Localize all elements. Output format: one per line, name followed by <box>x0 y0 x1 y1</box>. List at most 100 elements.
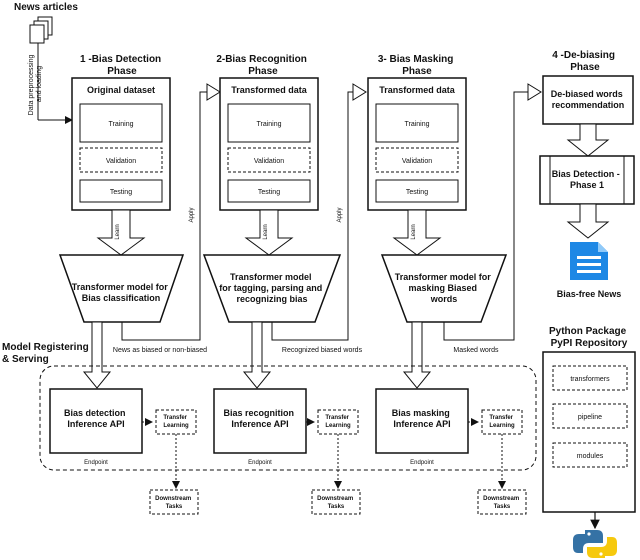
pypi-group: Python Package PyPI Repository transform… <box>542 326 636 558</box>
python-logo-icon <box>573 530 617 558</box>
phase2-apply-label: Apply <box>337 207 343 222</box>
pypi-item-pipeline <box>552 403 628 429</box>
news-articles-label: News articles <box>14 2 78 13</box>
phase1-dataset-label: Original dataset <box>87 85 155 95</box>
phase3-output-label: Masked words <box>453 347 499 354</box>
phase2-testing-label: Testing <box>258 189 280 196</box>
phase1-apply-line <box>121 91 214 341</box>
phase3-downstream-label: Downstream Tasks <box>483 496 521 510</box>
phase2-api-label: Bias recognition Inference API <box>223 408 296 429</box>
phase3-model-shape <box>380 254 508 323</box>
phase3-learn-label: Learn <box>411 224 417 239</box>
pypi-item-modules <box>552 442 628 468</box>
serving-region: Model Registering & Serving <box>2 342 537 471</box>
pypi-item-pipeline-label: pipeline <box>578 414 602 421</box>
document-stack-icon <box>29 16 53 44</box>
phase1-testing-label: Testing <box>110 189 132 196</box>
phase3-testing-label: Testing <box>406 189 428 196</box>
pypi-item-transformers <box>552 365 628 391</box>
phase2-title: 2-Bias Recognition Phase <box>216 54 309 77</box>
phase2-endpoint-label: Endpoint <box>248 460 272 466</box>
phase3-learn-arrow <box>392 209 442 256</box>
phase1-downstream-label: Downstream Tasks <box>155 496 193 510</box>
phase3-validation-label: Validation <box>402 158 432 165</box>
phase4-recommendation-label: De-biased words recommendation <box>551 89 626 110</box>
phase2-model-label: Transformer model for tagging, parsing a… <box>219 272 325 304</box>
phase3-apply-arrowhead <box>527 83 542 101</box>
serving-label: Model Registering & Serving <box>2 342 91 365</box>
phase4-recommendation-box <box>542 75 634 125</box>
phase2-validation-label: Validation <box>254 158 284 165</box>
phase1-transfer-label: Transfer Learning <box>163 415 189 429</box>
phase2-training-label: Training <box>256 121 281 128</box>
phase1-testing-box <box>79 179 163 203</box>
phase1-downstream-box <box>149 489 199 515</box>
phase2-apply-arrowhead <box>352 83 367 101</box>
phase1-serve-arrow <box>82 321 112 389</box>
phase2-testing-box <box>227 179 311 203</box>
phase2-apply-line <box>271 91 360 341</box>
phase4-detection-box <box>539 155 635 205</box>
phase3-model-label: Transformer model for masking Biased wor… <box>395 272 494 304</box>
phase1-training-label: Training <box>108 121 133 128</box>
phase2-learn-label: Learn <box>263 224 269 239</box>
phase1-title: 1 -Bias Detection Phase <box>80 54 164 77</box>
phase3-endpoint-label: Endpoint <box>410 460 434 466</box>
phase1-apply-arrowhead <box>206 83 221 101</box>
phase2-downstream-box <box>311 489 361 515</box>
phase2-api-box <box>213 388 307 454</box>
phase4-arrow-1 <box>566 123 610 157</box>
phase3-api-box <box>375 388 469 454</box>
phase2-validation-box <box>227 147 311 173</box>
phase3-apply-line <box>443 91 534 341</box>
pypi-item-modules-label: modules <box>577 453 604 460</box>
phase3-transfer-box <box>481 409 523 435</box>
phase1-learn-arrow <box>96 209 146 256</box>
phase2-serve-arrow <box>242 321 272 389</box>
phase1-training-box <box>79 103 163 143</box>
phase3-title: 3- Bias Masking Phase <box>378 54 456 77</box>
phase1-model-shape <box>58 254 185 323</box>
phase3-downstream-box <box>477 489 527 515</box>
phase2-output-label: Recognized biased words <box>282 347 363 354</box>
phase4-detection-label: Bias Detection - Phase 1 <box>552 169 623 190</box>
phase4-group: 4 -De-biasing Phase De-biased words reco… <box>539 50 635 299</box>
bias-free-document-icon <box>570 242 608 280</box>
phase1-apply-label: Apply <box>189 207 195 222</box>
phase4-result-label: Bias-free News <box>557 289 622 299</box>
phase1-api-label: Bias detection Inference API <box>64 408 128 429</box>
phase3-dataset-label: Transformed data <box>379 85 456 95</box>
phase3-testing-box <box>375 179 459 203</box>
phase3-training-label: Training <box>404 121 429 128</box>
phase1-model-label: Transformer model for Bias classificatio… <box>72 282 171 303</box>
phase1-output-label: News as biased or non-biased <box>113 347 207 354</box>
phase2-transfer-box <box>317 409 359 435</box>
phase1-validation-box <box>79 147 163 173</box>
phase3-serve-arrow <box>402 321 432 389</box>
phase2-dataset-label: Transformed data <box>231 85 308 95</box>
phase1-transfer-box <box>155 409 197 435</box>
phase3-group: 3- Bias Masking Phase Transformed data T… <box>367 54 542 515</box>
phase2-learn-arrow <box>244 209 294 256</box>
phase2-model-shape <box>202 254 342 323</box>
phase1-group: 1 -Bias Detection Phase Original dataset… <box>49 54 221 515</box>
phase3-training-box <box>375 103 459 143</box>
phase2-training-box <box>227 103 311 143</box>
phase2-group: 2-Bias Recognition Phase Transformed dat… <box>202 54 367 515</box>
phase1-endpoint-label: Endpoint <box>84 460 108 466</box>
pypi-item-transformers-label: transformers <box>570 376 610 383</box>
phase4-arrow-2 <box>566 203 610 239</box>
news-articles-group: News articles Data preprocessing and loa… <box>14 2 78 124</box>
phase2-transfer-label: Transfer Learning <box>325 415 351 429</box>
pypi-title: Python Package PyPI Repository <box>549 326 629 349</box>
phase1-validation-label: Validation <box>106 158 136 165</box>
serving-dashed-border <box>39 365 537 471</box>
phase3-transfer-label: Transfer Learning <box>489 415 515 429</box>
phase1-api-box <box>49 388 143 454</box>
preprocessing-label: Data preprocessing and loading <box>28 53 43 116</box>
phase2-downstream-label: Downstream Tasks <box>317 496 355 510</box>
phase3-validation-box <box>375 147 459 173</box>
phase1-learn-label: Learn <box>115 224 121 239</box>
phase4-title: 4 -De-biasing Phase <box>552 50 618 73</box>
phase3-api-label: Bias masking Inference API <box>392 408 453 429</box>
